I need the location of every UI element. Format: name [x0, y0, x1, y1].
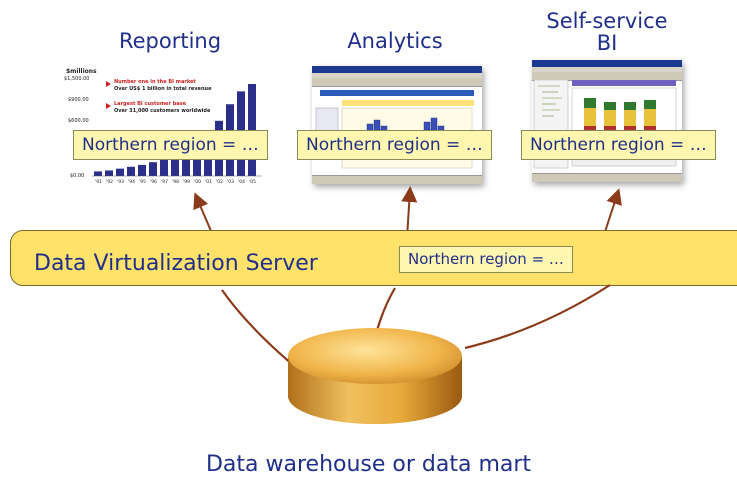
analytics-window-titlebar — [312, 66, 482, 73]
reporting-title: Reporting — [118, 29, 222, 53]
data-virtualization-server-label: Data Virtualization Server — [34, 251, 318, 276]
analytics-nav-strip — [320, 90, 474, 96]
reporting-bar — [171, 157, 179, 176]
reporting-xtick: '91 — [95, 179, 102, 185]
reporting-xtick: '98 — [172, 179, 179, 185]
bullet-arrow-icon — [106, 103, 111, 109]
analytics-window-taskbar — [312, 175, 482, 184]
bullet-2-sub: Over 31,000 customers worldwide — [114, 108, 211, 114]
data-warehouse-label: Data warehouse or data mart — [205, 452, 532, 477]
reporting-axis-title: $millions — [66, 68, 97, 75]
reporting-northern-region-box: Northern region = … — [73, 130, 268, 160]
reporting-xtick: '99 — [183, 179, 190, 185]
reporting-bar — [127, 166, 135, 176]
analytics-window-toolbar — [312, 78, 482, 87]
data-virtualization-server-band — [10, 230, 737, 286]
reporting-xtick: '93 — [117, 179, 124, 185]
reporting-xtick: '01 — [205, 179, 212, 185]
reporting-xtick: '03 — [227, 179, 234, 185]
reporting-xtick: '92 — [106, 179, 113, 185]
reporting-xtick: '02 — [216, 179, 223, 185]
bullet-2-title: Largest BI customer base — [114, 101, 186, 107]
bullet-arrow-icon — [106, 81, 111, 87]
reporting-ytick-2: $900.00 — [68, 97, 89, 103]
bi-window-titlebar — [532, 60, 682, 67]
bi-window-taskbar — [532, 173, 682, 182]
self-service-bi-northern-region-box: Northern region = … — [521, 130, 716, 160]
reporting-bar — [149, 162, 157, 176]
server-northern-region-box: Northern region = … — [399, 246, 573, 273]
analytics-northern-region-box: Northern region = … — [297, 130, 492, 160]
reporting-ytick-3: $600.00 — [68, 118, 89, 124]
db-line-right — [464, 284, 611, 350]
reporting-xtick: '04 — [238, 179, 245, 185]
reporting-bar — [138, 164, 146, 176]
reporting-bar — [182, 153, 190, 176]
database-cylinder-icon — [288, 328, 462, 424]
reporting-bar — [105, 170, 113, 176]
reporting-xtick: '05 — [249, 179, 256, 185]
bi-window-menubar — [532, 67, 682, 72]
reporting-ytick-1: $1,500.00 — [64, 76, 90, 82]
self-service-bi-title: Self-service BI — [546, 9, 668, 55]
reporting-xtick: '96 — [150, 179, 157, 185]
reporting-bar — [116, 168, 124, 176]
analytics-title: Analytics — [347, 29, 443, 53]
bullet-1-title: Number one in the BI market — [114, 79, 196, 85]
analytics-window-menubar — [312, 73, 482, 78]
reporting-xtick: '94 — [128, 179, 135, 185]
reporting-bar — [94, 171, 102, 176]
reporting-ytick-4: $0.00 — [70, 173, 85, 179]
bullet-1-sub: Over US$ 1 billion in total revenue — [114, 86, 212, 92]
reporting-xtick: '97 — [161, 179, 168, 185]
reporting-xtick: '95 — [139, 179, 146, 185]
reporting-bar — [160, 159, 168, 176]
analytics-header-row — [342, 100, 474, 106]
reporting-bar — [193, 146, 201, 176]
reporting-xtick: '00 — [194, 179, 201, 185]
